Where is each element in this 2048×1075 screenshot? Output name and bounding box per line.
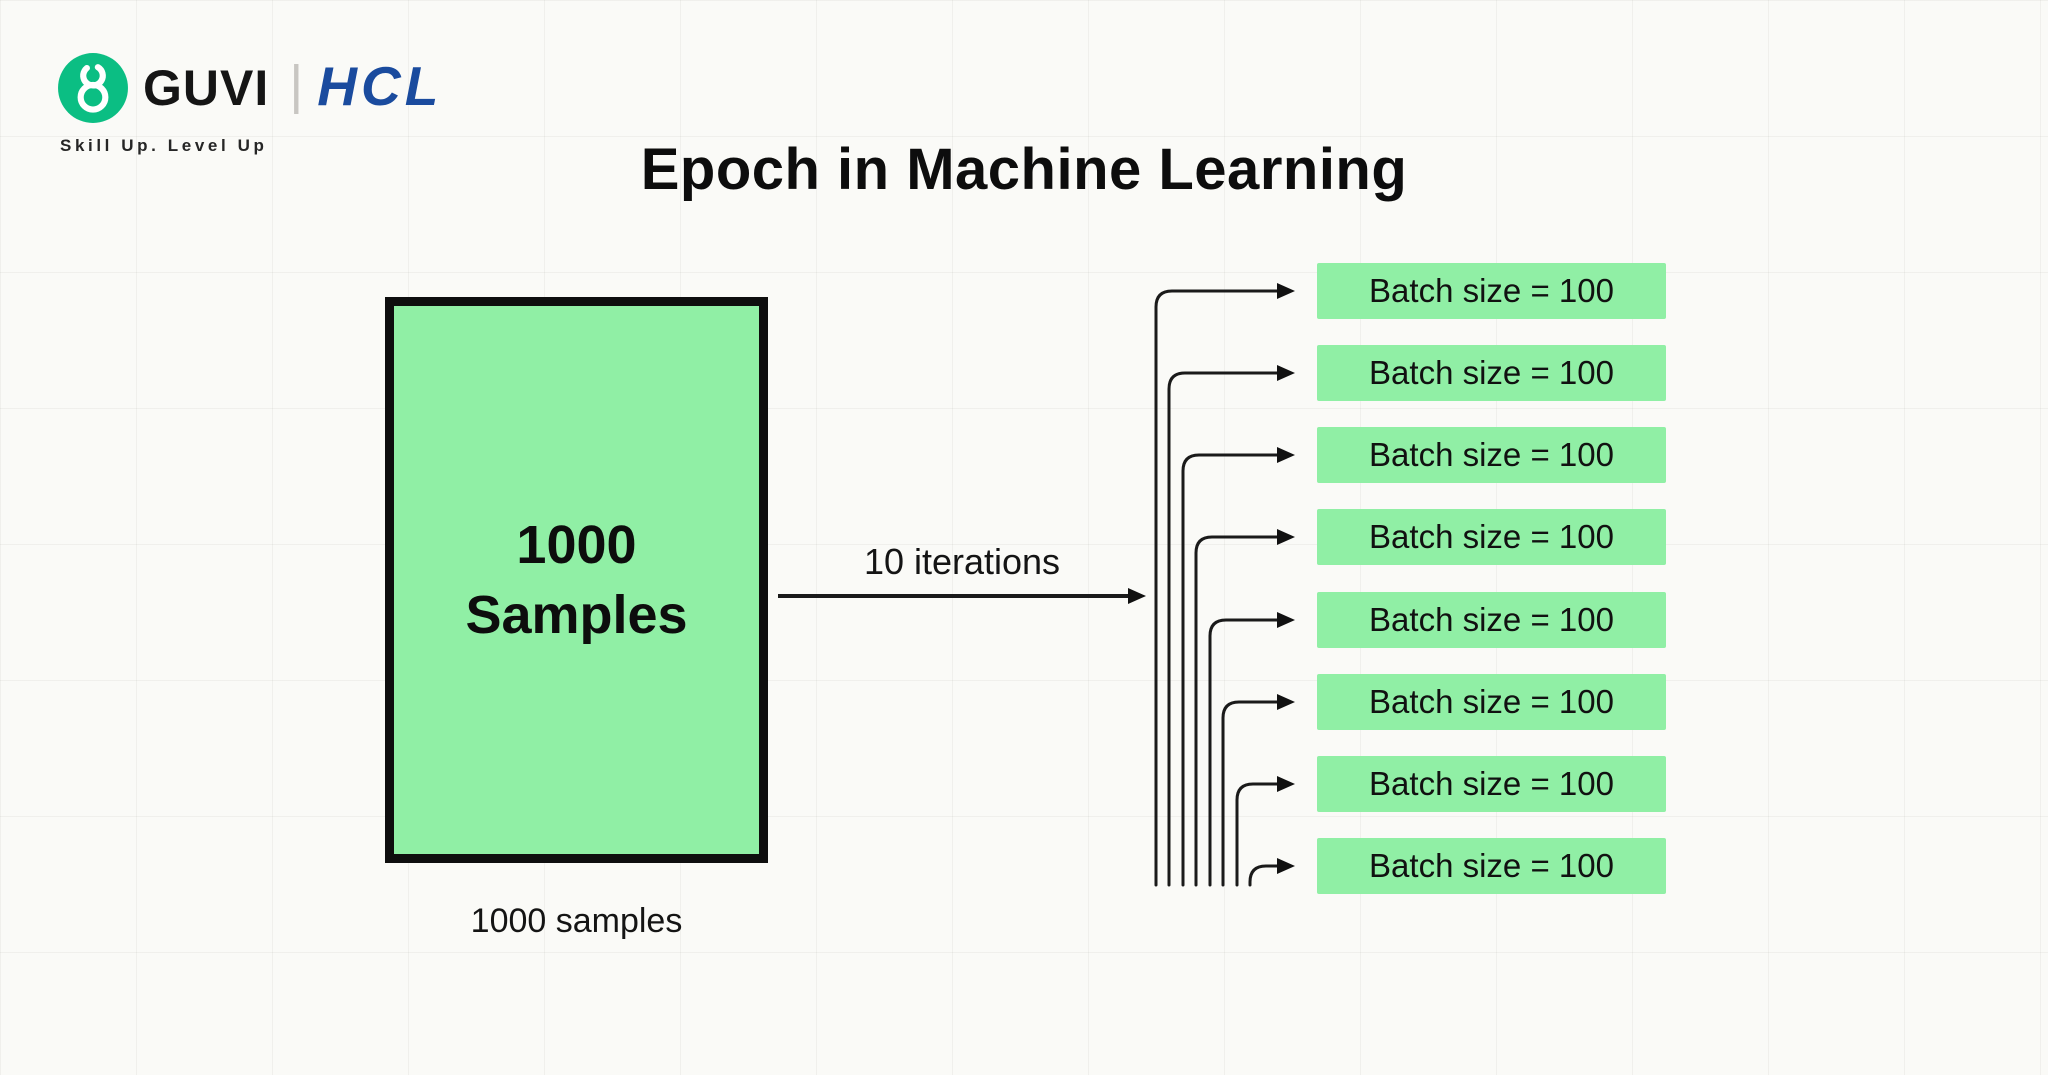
batch-label: Batch size = 100 bbox=[1369, 354, 1614, 391]
batch-box: Batch size = 100 bbox=[1317, 263, 1666, 319]
iterations-label: 10 iterations bbox=[863, 541, 1061, 582]
samples-caption: 1000 samples bbox=[470, 902, 683, 940]
fan-arrow-2 bbox=[1167, 365, 1295, 887]
samples-line1: 1000 bbox=[516, 514, 637, 575]
fan-arrow-7 bbox=[1235, 776, 1295, 887]
batch-box: Batch size = 100 bbox=[1317, 674, 1666, 730]
samples-box: 1000 Samples bbox=[385, 297, 768, 863]
batch-box: Batch size = 100 bbox=[1317, 509, 1666, 565]
brand-row: GUVI | HCL bbox=[57, 52, 442, 124]
batch-label: Batch size = 100 bbox=[1369, 601, 1614, 638]
fan-arrow-6 bbox=[1221, 694, 1295, 887]
batch-box: Batch size = 100 bbox=[1317, 345, 1666, 401]
samples-line2: Samples bbox=[465, 585, 688, 645]
batch-label: Batch size = 100 bbox=[1369, 272, 1614, 309]
batch-label: Batch size = 100 bbox=[1369, 518, 1614, 555]
brand-tagline: Skill Up. Level Up bbox=[60, 136, 268, 155]
batch-label: Batch size = 100 bbox=[1369, 436, 1614, 473]
fan-arrow-5 bbox=[1208, 612, 1295, 887]
fan-arrow-1 bbox=[1154, 283, 1295, 887]
batch-box: Batch size = 100 bbox=[1317, 592, 1666, 648]
fan-arrow-4 bbox=[1194, 529, 1295, 887]
batch-label: Batch size = 100 bbox=[1369, 847, 1614, 884]
guvi-logo-icon bbox=[57, 52, 129, 124]
fan-arrow-3 bbox=[1181, 447, 1295, 887]
batch-box: Batch size = 100 bbox=[1317, 838, 1666, 894]
fan-arrow-8 bbox=[1248, 858, 1295, 887]
brand-hcl-text: HCL bbox=[317, 55, 443, 117]
brand-separator: | bbox=[289, 55, 304, 115]
samples-box-label: 1000 Samples bbox=[465, 510, 687, 650]
brand-guvi-text: GUVI bbox=[143, 60, 270, 116]
batch-box: Batch size = 100 bbox=[1317, 756, 1666, 812]
batch-box: Batch size = 100 bbox=[1317, 427, 1666, 483]
page-title: Epoch in Machine Learning bbox=[640, 137, 1408, 202]
batch-label: Batch size = 100 bbox=[1369, 683, 1614, 720]
brand-header: GUVI | HCL Skill Up. Level Up bbox=[57, 52, 442, 156]
batch-label: Batch size = 100 bbox=[1369, 765, 1614, 802]
